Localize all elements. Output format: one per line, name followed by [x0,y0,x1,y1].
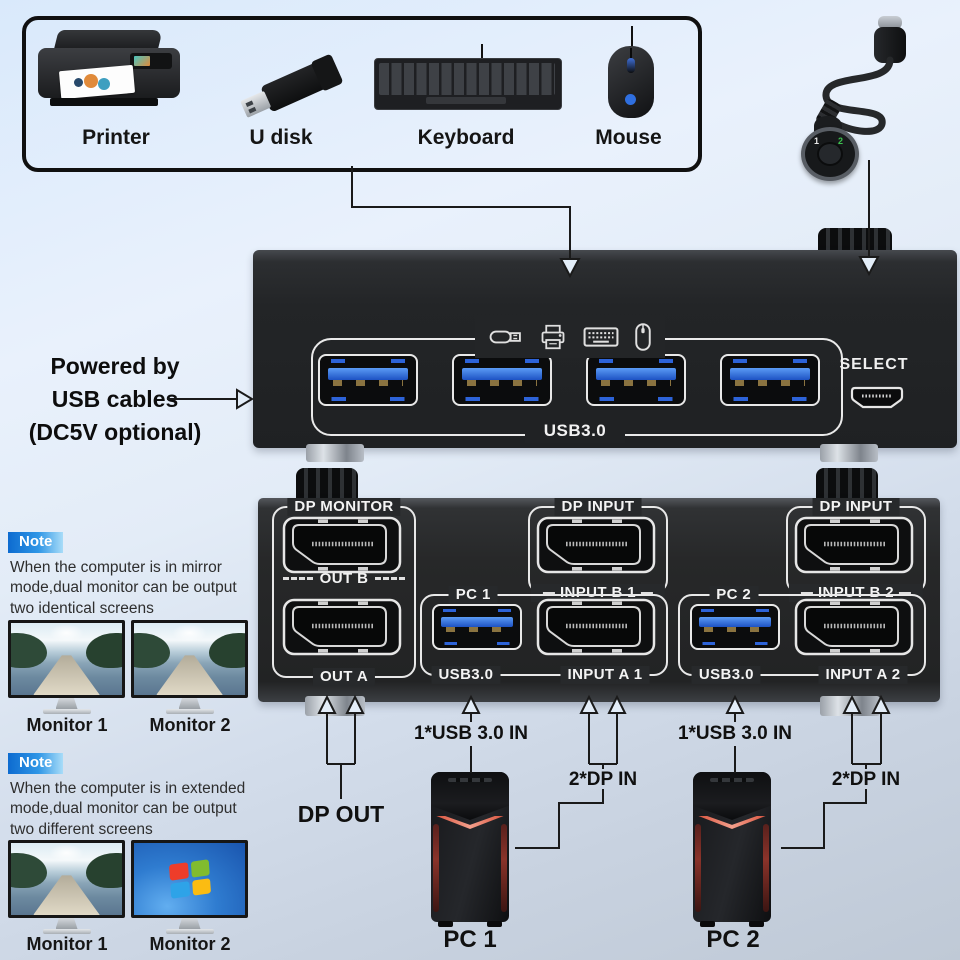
device-foot [305,696,365,716]
device-foot [820,444,878,462]
usb3-port-3 [586,354,686,406]
device-foot [820,696,880,716]
dp-input-1-title: DP INPUT [554,498,642,516]
dp-input-2-title: DP INPUT [812,498,900,516]
dp-port-out-b [282,516,402,574]
front-panel-icons [475,316,665,358]
pc1-dp-lines [588,713,618,769]
dp-input-group-1: DP INPUT INPUT B 1 [528,498,668,602]
monitor-2-label: Monitor 2 [149,934,231,954]
select-label: SELECT [839,356,909,373]
dp-out-lines [326,713,356,799]
mouse-label: Mouse [595,126,662,149]
monitor-2-image [131,620,248,714]
device-top-knob [816,468,878,502]
input-b1-label: INPUT B 1 [530,584,666,602]
remote-port-1-label: 1 [814,136,820,146]
pc2-usb-in-label: 1*USB 3.0 IN [677,723,793,744]
pc2-usb3-port [690,604,780,650]
input-a1-label: INPUT A 1 [560,666,650,684]
usb-drive-icon [489,330,521,344]
kvm-rear-panel: DP MONITOR OUT B OUT A DP INPUT INPUT B … [258,498,940,702]
usb-c-plug-icon [878,16,902,29]
dp-port-input-b1 [536,516,656,574]
monitor-1-image [8,840,125,934]
device-top-knob [818,228,892,254]
note-1-text: When the computer is in mirror mode,dual… [10,559,237,617]
pc2-group-title: PC 2 [709,586,759,604]
power-note: Powered by USB cables (DC5V optional) [6,350,224,449]
pc1-tower-image [431,772,509,927]
pc1-group: PC 1 USB3.0 INPUT A 1 [420,586,668,684]
monitor-1-image [8,620,125,714]
monitor-1-label: Monitor 1 [26,934,108,954]
mouse-icon [634,323,651,351]
power-note-line: USB cables [51,386,179,412]
pc1-usb-label: USB3.0 [431,666,501,684]
kvm-front-panel: USB3.0 SELECT [253,250,957,448]
remote-port-2-label: 2 [838,136,844,146]
printer-icon [541,324,564,350]
monitor-1-label: Monitor 1 [26,715,108,735]
peripherals-box: Printer U disk Keyboard Mouse [22,16,702,172]
windows-logo [168,859,211,899]
monitor-2-label: Monitor 2 [149,715,231,735]
usb3-port-1 [318,354,418,406]
remote-cable [822,56,894,135]
pc2-dp-lines [851,713,882,769]
pc1-usb3-port [432,604,522,650]
dp-input-group-2: DP INPUT INPUT B 2 [786,498,926,602]
device-top-knob [296,468,358,502]
power-note-line: Powered by [50,353,180,379]
out-b-row: OUT B [283,570,406,587]
pc2-usb-label: USB3.0 [691,666,761,684]
dp-port-input-b2 [794,516,914,574]
note-badge: Note [8,753,64,774]
usb3-port-4 [720,354,820,406]
device-foot [306,444,364,462]
peripherals-to-kvm-line [351,166,571,259]
dp-out-label: DP OUT [297,801,385,827]
pc2-dp-in-label: 2*DP IN [831,769,901,790]
out-b-label: OUT B [319,570,369,587]
pc1-dp-in-label: 2*DP IN [568,769,638,790]
pc1-group-title: PC 1 [448,586,498,604]
keyboard-icon [583,327,618,347]
monitor-2-image [131,840,248,934]
input-b2-label: INPUT B 2 [788,584,924,602]
dp-port-out-a [282,598,402,656]
printer-label: Printer [82,126,150,149]
note-badge: Note [8,532,64,553]
pc1-dp-step-line [515,789,604,849]
pc1-label: PC 1 [443,926,497,953]
note-2-text: When the computer is in extended mode,du… [10,780,246,838]
dp-monitor-group: DP MONITOR OUT B OUT A [272,498,416,686]
pc2-group: PC 2 USB3.0 INPUT A 2 [678,586,926,684]
input-a2-label: INPUT A 2 [818,666,908,684]
keyboard-label: Keyboard [417,126,515,149]
pc1-usb-in-label: 1*USB 3.0 IN [413,723,529,744]
pc2-tower-image [693,772,771,927]
front-usb3-label: USB3.0 [525,421,625,443]
dp-port-input-a1 [536,598,656,656]
u-disk-label: U disk [249,126,313,149]
power-note-line: (DC5V optional) [28,419,202,445]
out-a-label: OUT A [312,668,376,686]
dp-port-input-a2 [794,598,914,656]
usb3-port-2 [452,354,552,406]
pc2-label: PC 2 [706,926,760,953]
pc2-dp-step-line [781,789,867,849]
select-remote-port [850,386,904,409]
right-arrowhead [236,388,254,410]
dp-monitor-title: DP MONITOR [287,498,401,516]
